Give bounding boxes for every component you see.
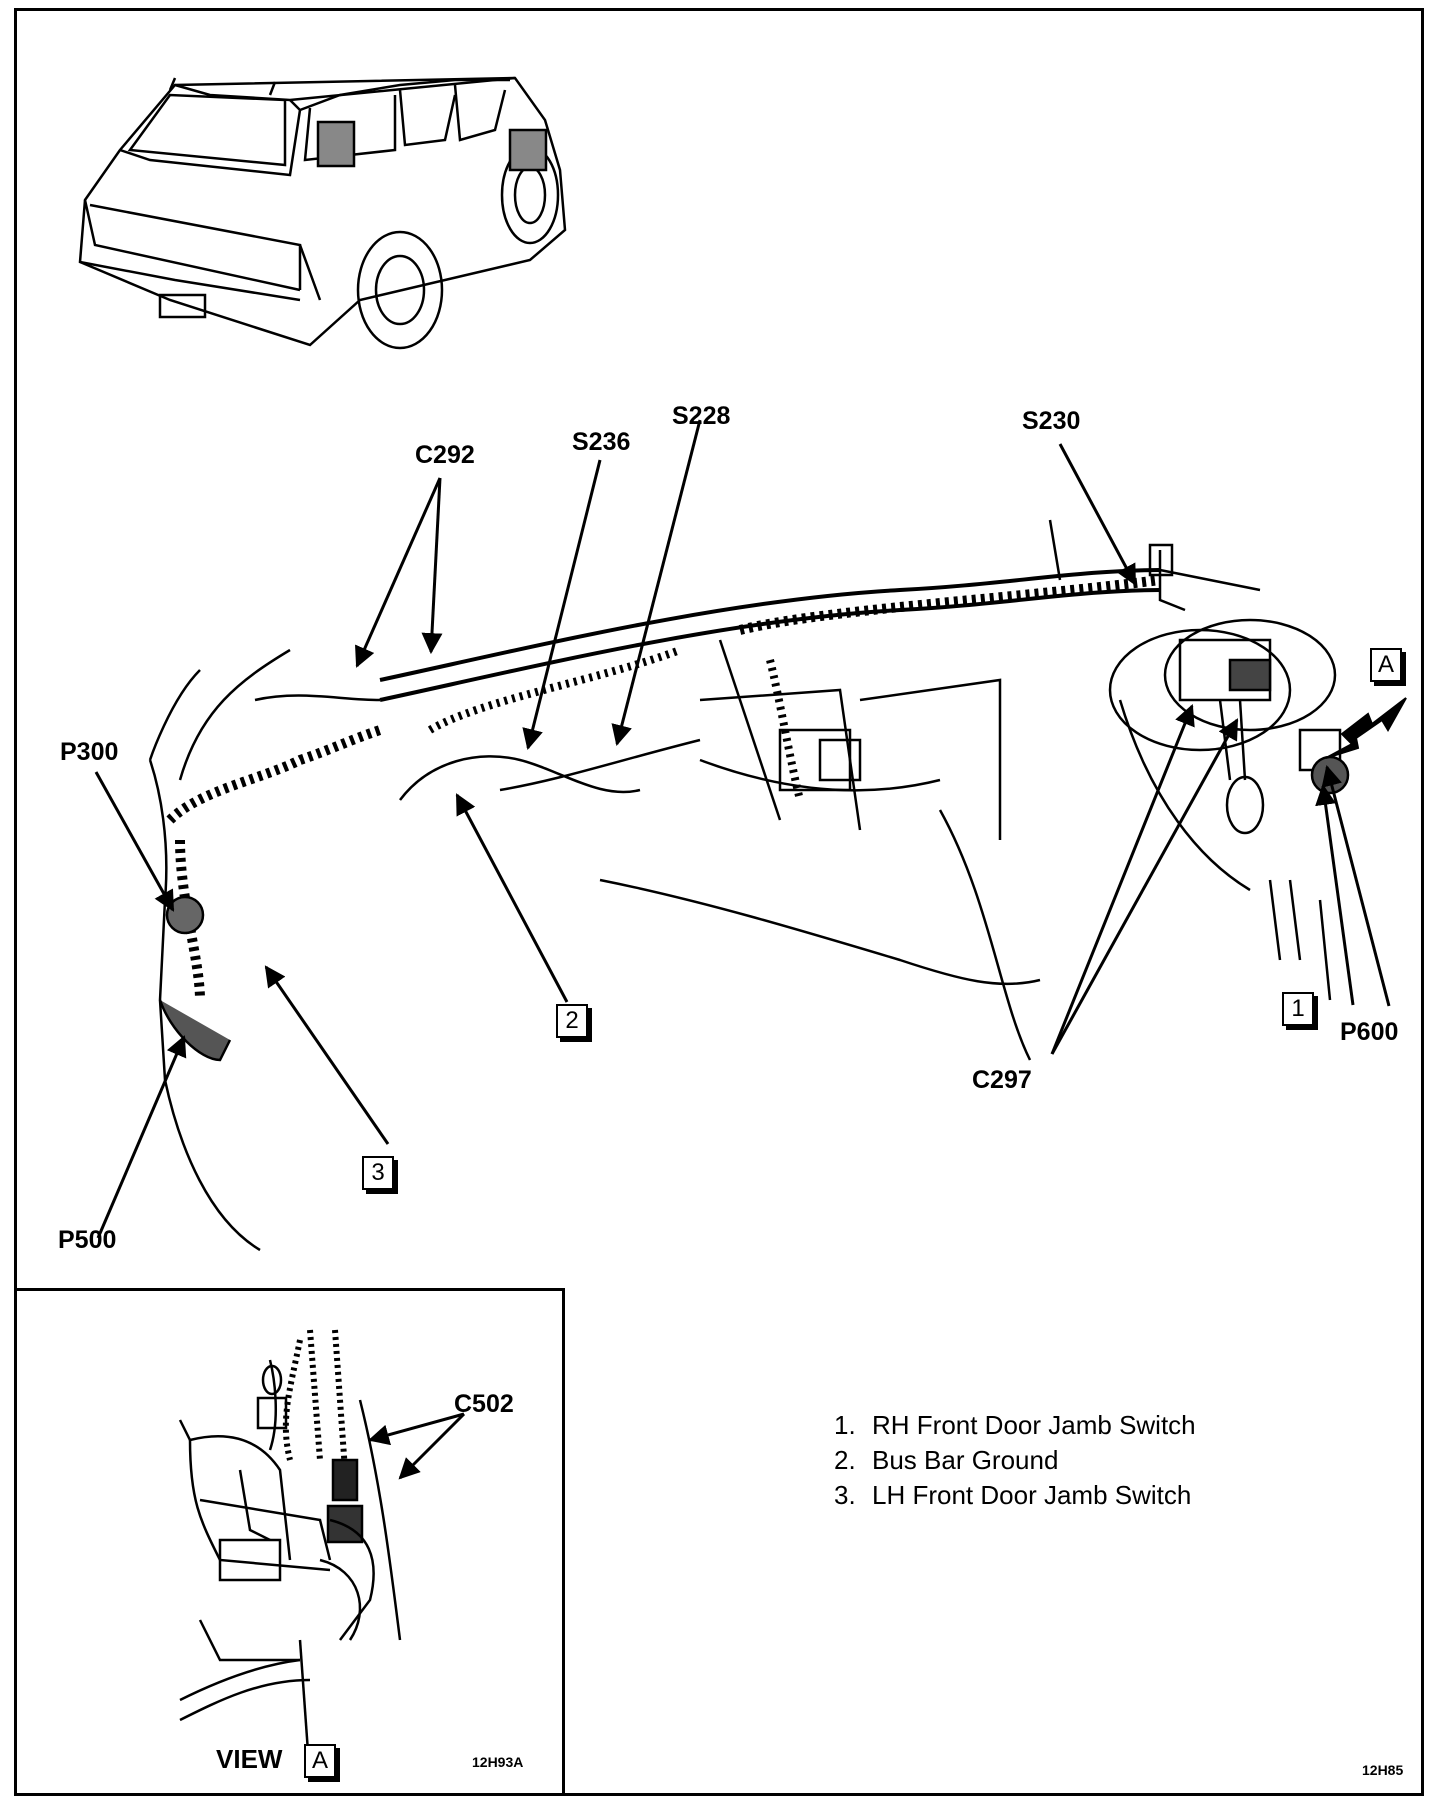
view-a-callout-box: A: [1370, 648, 1402, 682]
label-c502: C502: [454, 1390, 514, 1418]
view-a-arrow: [1325, 697, 1407, 759]
label-s236: S236: [572, 428, 631, 456]
inset-drawing: [178, 1329, 402, 1781]
label-s228: S228: [672, 402, 731, 430]
label-c297: C297: [972, 1066, 1032, 1094]
legend-item-2: 2.Bus Bar Ground: [834, 1445, 1059, 1475]
label-p600: P600: [1340, 1018, 1399, 1046]
legend: 1.RH Front Door Jamb Switch 2.Bus Bar Gr…: [834, 1408, 1196, 1513]
view-a-inset-box: A: [304, 1744, 336, 1778]
callout-box-3: 3: [362, 1156, 394, 1190]
view-caption-text: VIEW: [216, 1744, 283, 1774]
main-figure-code: 12H85: [1362, 1762, 1404, 1778]
callout-box-1: 1: [1282, 992, 1314, 1026]
legend-item-1: 1.RH Front Door Jamb Switch: [834, 1410, 1196, 1440]
label-p300: P300: [60, 738, 119, 766]
callout-box-2: 2: [556, 1004, 588, 1038]
view-a-inset: [14, 1288, 565, 1796]
inset-figure-code: 12H93A: [472, 1754, 524, 1770]
pointer-arrows: [94, 419, 1391, 1480]
label-c292: C292: [415, 441, 475, 469]
view-a-caption: VIEW: [216, 1744, 282, 1775]
label-s230: S230: [1022, 407, 1081, 435]
figure-frame: [14, 8, 1424, 1796]
label-p500: P500: [58, 1226, 117, 1254]
legend-item-3: 3.LH Front Door Jamb Switch: [834, 1480, 1192, 1510]
vehicle-thumbnail: [78, 76, 567, 350]
harness-drawing: [148, 519, 1350, 1252]
